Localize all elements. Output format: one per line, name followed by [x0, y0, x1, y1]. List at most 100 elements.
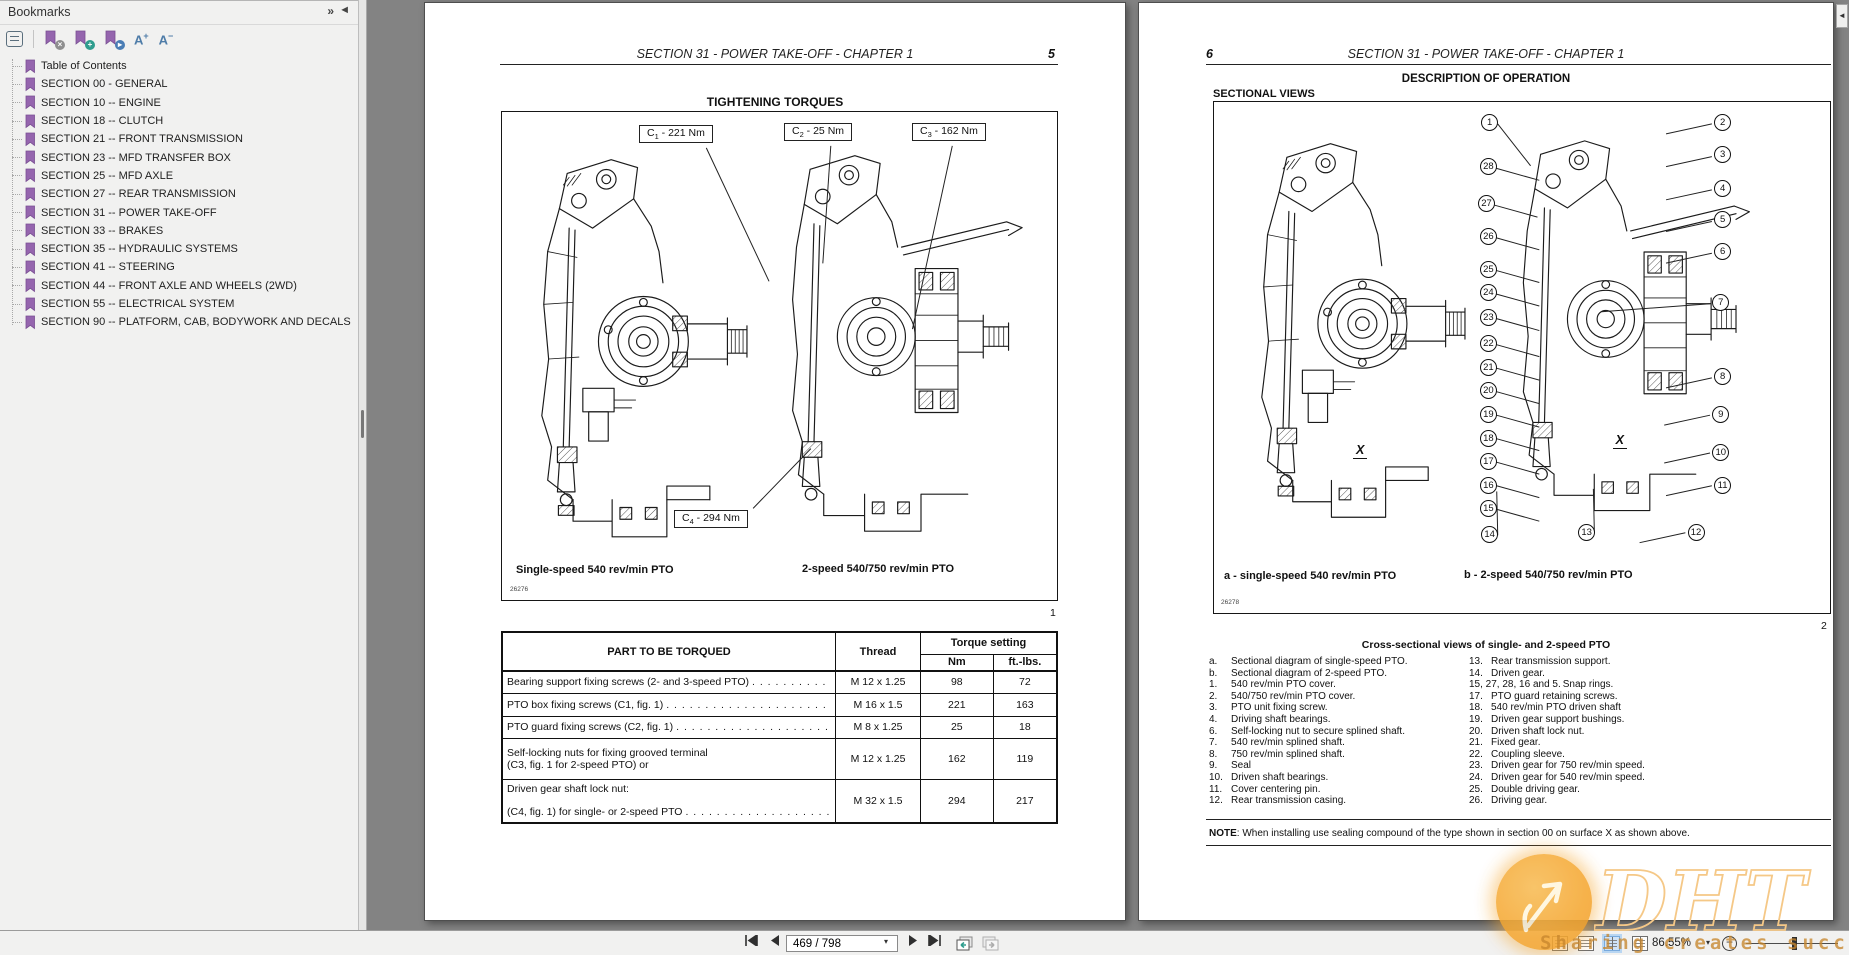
- goto-bookmark-button[interactable]: ▸: [104, 30, 125, 50]
- add-badge-icon: +: [85, 39, 95, 50]
- bookmark-item-12[interactable]: SECTION 44 -- FRONT AXLE AND WHEELS (2WD…: [0, 277, 358, 295]
- figure-number: 2: [1821, 620, 1827, 632]
- bookmark-item-label: SECTION 00 - GENERAL: [41, 78, 168, 91]
- panel-collapse-icon[interactable]: ◄: [339, 4, 350, 16]
- callout-25: 25: [1479, 260, 1497, 278]
- page-number-input[interactable]: [786, 935, 898, 952]
- splitter-grip[interactable]: [361, 410, 364, 438]
- legend-item: 21.Fixed gear.: [1469, 737, 1541, 749]
- bookmark-flag-icon: [25, 114, 35, 128]
- bookmark-flag-icon: [25, 260, 35, 275]
- toolbar-separator: [33, 30, 34, 48]
- document-page-6: 6 SECTION 31 - POWER TAKE-OFF - CHAPTER …: [1138, 2, 1834, 921]
- bookmark-item-label: SECTION 25 -- MFD AXLE: [41, 169, 174, 182]
- next-view-icon: [982, 936, 999, 951]
- figure-tightening-torques: Single-speed 540 rev/min PTO 2-speed 540…: [501, 111, 1058, 601]
- bookmark-item-4[interactable]: SECTION 21 -- FRONT TRANSMISSION: [0, 130, 358, 148]
- callout-6: 6: [1714, 243, 1732, 261]
- next-view-button[interactable]: [982, 936, 999, 951]
- page-number: 6: [1206, 47, 1213, 61]
- bookmark-item-9[interactable]: SECTION 33 -- BRAKES: [0, 222, 358, 240]
- zoom-level[interactable]: 86.55%: [1652, 937, 1692, 949]
- bookmark-item-2[interactable]: SECTION 10 -- ENGINE: [0, 94, 358, 112]
- bookmark-item-label: SECTION 18 -- CLUTCH: [41, 115, 164, 128]
- tree-stub: [12, 193, 22, 195]
- goto-badge-icon: ▸: [115, 39, 125, 50]
- bookmark-item-10[interactable]: SECTION 35 -- HYDRAULIC SYSTEMS: [0, 240, 358, 258]
- panel-splitter[interactable]: [358, 0, 367, 930]
- callout-13: 13: [1578, 523, 1596, 541]
- legend-item: 10.Driven shaft bearings.: [1209, 771, 1329, 783]
- callout-1: 1: [1481, 113, 1499, 131]
- page-dropdown-icon[interactable]: ▾: [884, 937, 889, 946]
- tools-pane-collapse-tab[interactable]: ◄: [1836, 4, 1848, 28]
- bookmark-item-1[interactable]: SECTION 00 - GENERAL: [0, 75, 358, 93]
- callout-9: 9: [1712, 405, 1730, 423]
- first-page-button[interactable]: [742, 933, 760, 952]
- bookmark-flag-icon: [45, 30, 56, 45]
- callout-21: 21: [1479, 358, 1497, 376]
- torque-table-row-3: Self-locking nuts for fixing grooved ter…: [501, 737, 1058, 780]
- legend-item: 4.Driving shaft bearings.: [1209, 713, 1331, 725]
- callout-27: 27: [1478, 195, 1496, 213]
- bookmark-item-0[interactable]: Table of Contents: [0, 57, 358, 75]
- zoom-slider-handle[interactable]: [1792, 937, 1797, 950]
- bookmark-item-5[interactable]: SECTION 23 -- MFD TRANSFER BOX: [0, 148, 358, 166]
- bookmark-item-11[interactable]: SECTION 41 -- STEERING: [0, 258, 358, 276]
- bookmark-item-6[interactable]: SECTION 25 -- MFD AXLE: [0, 167, 358, 185]
- bookmark-item-7[interactable]: SECTION 27 -- REAR TRANSMISSION: [0, 185, 358, 203]
- col-header-ftlbs: ft.-lbs.: [992, 653, 1058, 672]
- ftlbs-cell: 72: [992, 670, 1058, 694]
- bookmark-item-14[interactable]: SECTION 90 -- PLATFORM, CAB, BODYWORK AN…: [0, 313, 358, 331]
- delete-bookmark-button[interactable]: ×: [44, 30, 65, 50]
- callout-7: 7: [1712, 294, 1730, 312]
- previous-page-button[interactable]: [766, 935, 784, 952]
- bookmark-item-label: Table of Contents: [41, 60, 127, 73]
- ftlbs-cell: 163: [992, 692, 1058, 717]
- bookmark-item-label: SECTION 21 -- FRONT TRANSMISSION: [41, 133, 243, 146]
- bookmark-flag-icon: [25, 242, 35, 256]
- legend-title: Cross-sectional views of single- and 2-s…: [1361, 639, 1611, 651]
- section-title: TIGHTENING TORQUES: [706, 95, 844, 109]
- torque-table-row-2: PTO guard fixing screws (C2, fig. 1). . …: [501, 715, 1058, 739]
- previous-view-button[interactable]: [956, 936, 973, 951]
- callout-18: 18: [1479, 429, 1497, 447]
- increase-text-size-button[interactable]: A+: [134, 30, 149, 48]
- continuous-scroll-view-button[interactable]: [1578, 936, 1594, 951]
- two-page-scroll-view-button[interactable]: [1632, 936, 1648, 951]
- bookmark-item-8[interactable]: SECTION 31 -- POWER TAKE-OFF: [0, 203, 358, 221]
- next-page-button[interactable]: [904, 935, 922, 952]
- callout-11: 11: [1714, 476, 1732, 494]
- figure-code: 26276: [510, 586, 529, 593]
- new-bookmark-button[interactable]: +: [74, 30, 95, 50]
- previous-page-icon: [771, 935, 779, 946]
- legend-item: 3.PTO unit fixing screw.: [1209, 702, 1328, 714]
- zoom-dropdown-icon[interactable]: ▾: [1706, 938, 1711, 947]
- legend-item: 22.Coupling sleeve.: [1469, 748, 1565, 760]
- bookmark-item-label: SECTION 33 -- BRAKES: [41, 224, 164, 237]
- legend-item: 17.PTO guard retaining screws.: [1469, 690, 1618, 702]
- decrease-text-size-button[interactable]: A−: [158, 30, 174, 48]
- delete-badge-icon: ×: [55, 39, 65, 50]
- bookmark-item-13[interactable]: SECTION 55 -- ELECTRICAL SYSTEM: [0, 295, 358, 313]
- callout-20: 20: [1479, 382, 1497, 400]
- section-title: DESCRIPTION OF OPERATION: [1401, 73, 1571, 85]
- bookmark-tree-line: [12, 59, 13, 325]
- last-page-button[interactable]: [926, 933, 944, 952]
- legend-item: 8.750 rev/min splined shaft.: [1209, 748, 1345, 760]
- torque-table-row-1: PTO box fixing screws (C1, fig. 1). . . …: [501, 692, 1058, 717]
- bookmark-item-label: SECTION 10 -- ENGINE: [41, 96, 161, 109]
- col-header-torque: Torque setting: [919, 631, 1058, 655]
- figure-caption-left: Single-speed 540 rev/min PTO: [516, 564, 674, 576]
- zoom-out-button[interactable]: −: [1722, 936, 1737, 951]
- bookmark-options-icon[interactable]: [6, 31, 23, 47]
- single-page-view-button[interactable]: [1552, 936, 1568, 951]
- panel-expand-icon[interactable]: »: [327, 4, 334, 18]
- bookmark-item-3[interactable]: SECTION 18 -- CLUTCH: [0, 112, 358, 130]
- two-page-view-button[interactable]: [1602, 934, 1622, 953]
- legend-item: 18.540 rev/min PTO driven shaft: [1469, 702, 1621, 714]
- legend-item: 25.Double driving gear.: [1469, 783, 1580, 795]
- legend-item: 15, 27, 28, 16 and 5.Snap rings.: [1469, 679, 1614, 691]
- bookmark-flag-icon: [25, 315, 35, 330]
